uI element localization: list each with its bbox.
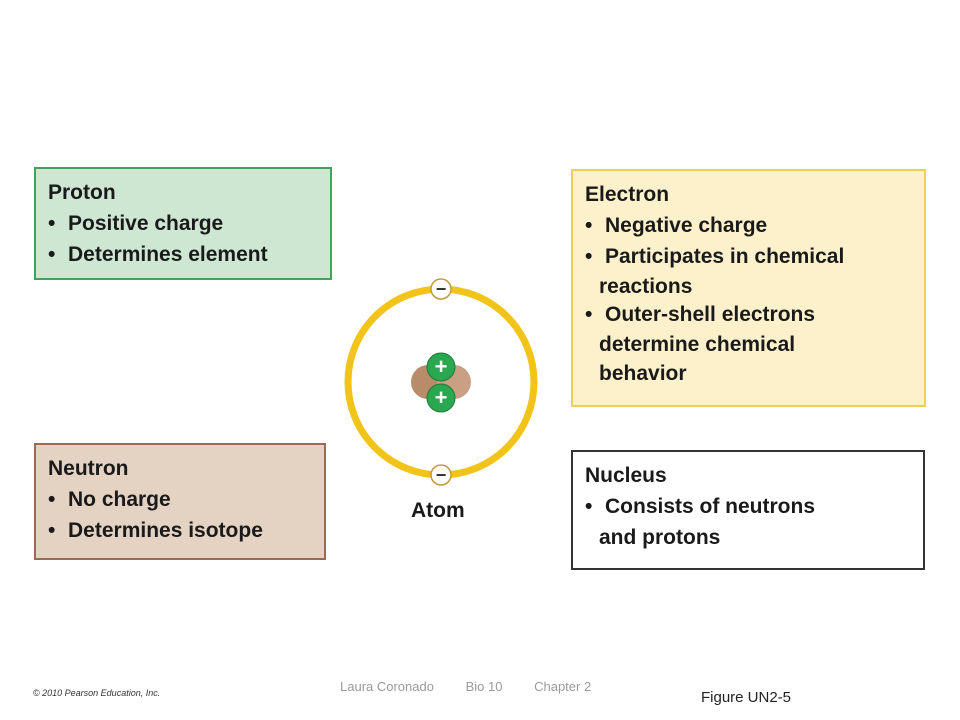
electron-item-2: •Participates in chemical reactions xyxy=(585,241,912,301)
course-name: Bio 10 xyxy=(465,679,503,694)
electron-item-3: •Outer-shell electrons determine chemica… xyxy=(585,299,912,388)
neutron-item-1: •No charge xyxy=(48,484,312,515)
bullet: • xyxy=(48,243,56,266)
bullet: • xyxy=(585,245,593,268)
proton-item-2: •Determines element xyxy=(48,239,318,270)
chapter-name: Chapter 2 xyxy=(534,679,592,694)
atom-label: Atom xyxy=(411,499,465,522)
proton-title: Proton xyxy=(48,181,116,204)
minus-symbol: − xyxy=(436,279,447,299)
author-name: Laura Coronado xyxy=(340,679,434,694)
proton-top: + xyxy=(426,352,456,382)
bullet: • xyxy=(585,214,593,237)
electron-bottom: − xyxy=(430,464,452,486)
bullet: • xyxy=(48,519,56,542)
bullet: • xyxy=(585,303,593,326)
proton-box: Proton •Positive charge •Determines elem… xyxy=(34,167,332,280)
minus-symbol: − xyxy=(436,465,447,485)
slide-footer: Laura Coronado Bio 10 Chapter 2 xyxy=(340,679,619,694)
neutron-box: Neutron •No charge •Determines isotope xyxy=(34,443,326,560)
nucleus-item-1: •Consists of neutrons and protons xyxy=(585,491,911,553)
neutron-title: Neutron xyxy=(48,457,129,480)
proton-bottom: + xyxy=(426,383,456,413)
plus-symbol: + xyxy=(435,385,448,410)
atom-diagram: + + − − xyxy=(344,278,538,486)
figure-label: Figure UN2-5 xyxy=(701,689,792,706)
electron-title: Electron xyxy=(585,183,670,206)
neutron-item-2: •Determines isotope xyxy=(48,515,312,546)
proton-item-1: •Positive charge xyxy=(48,208,318,239)
plus-symbol: + xyxy=(435,354,448,379)
electron-item-1: •Negative charge xyxy=(585,210,912,241)
bullet: • xyxy=(48,212,56,235)
nucleus-box: Nucleus •Consists of neutrons and proton… xyxy=(571,450,925,570)
bullet: • xyxy=(585,495,593,518)
copyright-text: © 2010 Pearson Education, Inc. xyxy=(33,688,161,698)
nucleus-title: Nucleus xyxy=(585,464,667,487)
electron-box: Electron •Negative charge •Participates … xyxy=(571,169,926,407)
electron-top: − xyxy=(430,278,452,300)
bullet: • xyxy=(48,488,56,511)
